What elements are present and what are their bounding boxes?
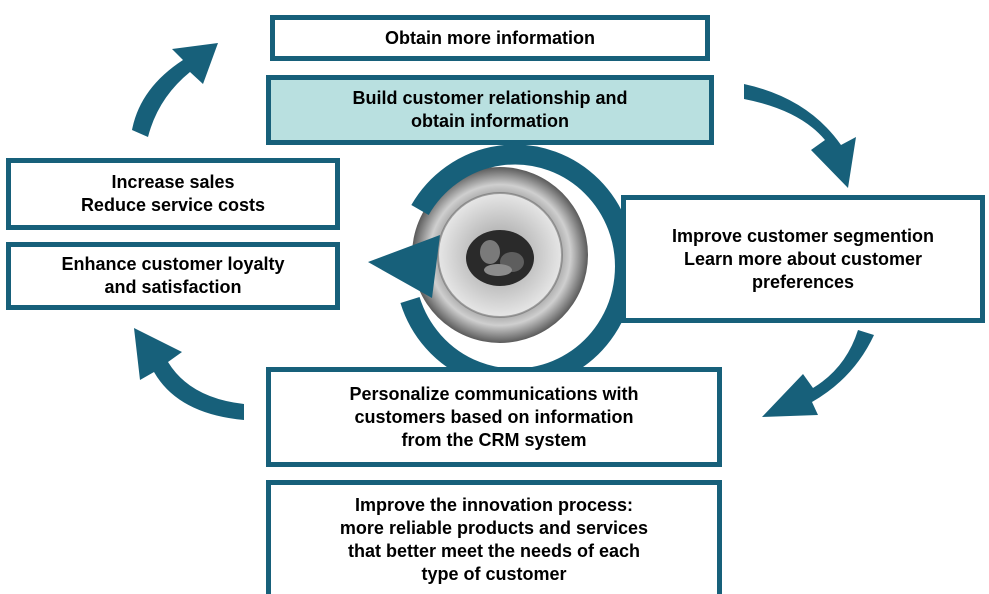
build-line-1: Build customer relationship and xyxy=(352,88,628,108)
personalize-line-3: from the CRM system xyxy=(401,429,587,450)
curved-arrow-icon xyxy=(132,43,874,420)
innovation-box: Improve the innovation process: more rel… xyxy=(266,480,722,594)
sales-box: Increase sales Reduce service costs xyxy=(6,158,340,230)
loyalty-line-2: and satisfaction xyxy=(104,277,242,297)
segmentation-line-3: preferences xyxy=(751,271,855,292)
photo-disc-icon xyxy=(412,167,588,343)
personalize-line-2: customers based on information xyxy=(354,406,634,427)
personalize-box: Personalize communications with customer… xyxy=(266,367,722,467)
sales-line-1: Increase sales xyxy=(111,172,235,192)
build-line-2: obtain information xyxy=(411,111,569,131)
sales-line-2: Reduce service costs xyxy=(80,195,266,215)
segmentation-box: Improve customer segmention Learn more a… xyxy=(621,195,985,323)
innovation-line-3: that better meet the needs of each xyxy=(347,540,641,561)
innovation-line-2: more reliable products and services xyxy=(339,517,649,538)
loyalty-box: Enhance customer loyalty and satisfactio… xyxy=(6,242,340,310)
build-relationship-box: Build customer relationship and obtain i… xyxy=(266,75,714,145)
obtain-line-1: Obtain more information xyxy=(384,27,595,48)
obtain-more-information-box: Obtain more information xyxy=(270,15,710,61)
loyalty-line-1: Enhance customer loyalty xyxy=(61,254,285,274)
innovation-line-4: type of customer xyxy=(421,563,567,584)
innovation-line-1: Improve the innovation process: xyxy=(354,494,634,515)
personalize-line-1: Personalize communications with xyxy=(349,383,639,404)
segmentation-line-1: Improve customer segmention xyxy=(671,225,935,246)
segmentation-line-2: Learn more about customer xyxy=(683,248,923,269)
